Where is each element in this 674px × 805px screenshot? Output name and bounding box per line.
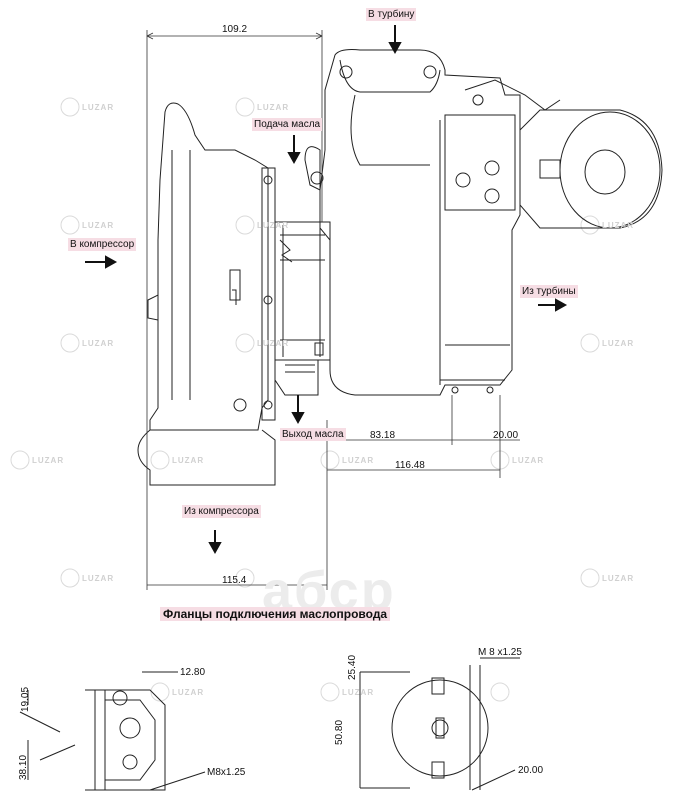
dimension-115-4: 115.4 xyxy=(222,575,247,586)
wastegate-actuator xyxy=(464,79,663,229)
dimension-m8-left: M8x1.25 xyxy=(207,767,246,778)
watermark-text: LUZAR xyxy=(512,456,545,465)
watermark-text: LUZAR xyxy=(172,688,205,697)
dimension-25-40: 25.40 xyxy=(347,654,358,680)
dimension-20-00-b: 20.00 xyxy=(518,765,544,776)
watermark-text: LUZAR xyxy=(257,103,290,112)
watermark-text: LUZAR xyxy=(82,574,115,583)
dimension-83-18: 83.18 xyxy=(370,430,396,441)
label-from-compressor: Из компрессора xyxy=(182,505,261,518)
flow-arrows xyxy=(85,25,568,555)
dimension-20-00-a: 20.00 xyxy=(493,430,519,441)
watermark-logos xyxy=(10,97,600,702)
dimension-m8-right: M 8 x1.25 xyxy=(478,647,522,658)
watermark-text: LUZAR xyxy=(342,688,375,697)
watermark-text: LUZAR xyxy=(602,221,635,230)
dimension-116-48: 116.48 xyxy=(395,460,425,471)
label-to-compressor: В компрессор xyxy=(68,238,137,251)
watermark-text: LUZAR xyxy=(82,103,115,112)
flange-detail-left xyxy=(19,671,206,791)
watermark-text: LUZAR xyxy=(257,221,290,230)
label-oil-supply: Подача масла xyxy=(252,118,323,131)
watermark-text: LUZAR xyxy=(172,456,205,465)
compressor-housing xyxy=(137,102,276,486)
watermark-text: LUZAR xyxy=(82,339,115,348)
dimension-lines xyxy=(146,30,520,590)
section-title: Фланцы подключения маслопровода xyxy=(160,607,391,621)
label-from-turbine: Из турбины xyxy=(520,285,578,298)
dimension-19-05: 19.05 xyxy=(20,686,31,712)
label-to-turbine: В турбину xyxy=(366,8,417,21)
watermark-text: LUZAR xyxy=(602,339,635,348)
watermark-text: LUZAR xyxy=(342,456,375,465)
label-oil-outlet: Выход масла xyxy=(280,428,346,441)
dimension-12-80: 12.80 xyxy=(180,667,206,678)
flange-detail-right xyxy=(359,657,520,791)
watermark-text: LUZAR xyxy=(257,339,290,348)
dimension-109-2: 109.2 xyxy=(222,24,248,35)
dimension-50-80: 50.80 xyxy=(334,719,345,745)
turbine-housing xyxy=(304,49,521,396)
dimension-38-10: 38.10 xyxy=(18,754,29,780)
watermark-text: LUZAR xyxy=(32,456,65,465)
watermark-text: LUZAR xyxy=(82,221,115,230)
watermark-text: LUZAR xyxy=(602,574,635,583)
